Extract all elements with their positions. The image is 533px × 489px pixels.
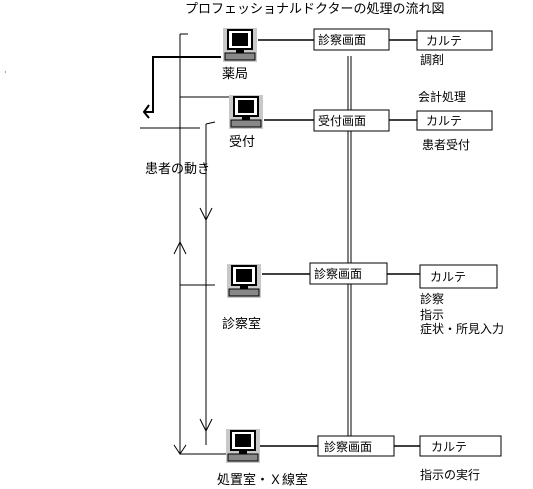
terminal-label-pharmacy: 薬局	[222, 67, 248, 82]
screen-label-treatment-room: 診察画面	[324, 439, 372, 454]
note-reception-intake: 患者受付	[422, 138, 470, 152]
note-exam-instructions: 指示	[420, 307, 444, 322]
terminal-label-reception: 受付	[229, 135, 255, 150]
stray-mark: ·	[4, 68, 7, 77]
chart-label-reception: カルテ	[426, 114, 462, 128]
note-exam-diagnosis: 診察	[420, 291, 444, 306]
note-reception-billing: 会計処理	[418, 89, 466, 104]
patient-flow-label: 患者の動き	[145, 162, 210, 177]
note-exam-symptom-entry: 症状・所見入力	[420, 321, 504, 336]
treatment-room-computer-icon	[225, 428, 261, 464]
exam-room-computer-icon	[226, 263, 262, 299]
chart-label-pharmacy: カルテ	[426, 34, 462, 48]
chart-box-exam-room	[419, 264, 498, 289]
chart-box-pharmacy	[416, 30, 493, 51]
note-treatment-execute: 指示の実行	[420, 467, 480, 482]
terminal-label-treatment-room: 処置室・Ｘ線室	[217, 472, 308, 488]
screen-label-pharmacy: 診察画面	[318, 32, 366, 47]
chart-box-reception	[416, 110, 493, 131]
diagram-title: プロフェッショナルドクターの処理の流れ図	[185, 2, 444, 17]
terminal-label-exam-room: 診察室	[222, 316, 261, 332]
note-pharmacy-dispense: 調剤	[420, 52, 444, 67]
chart-label-treatment-room: カルテ	[431, 440, 467, 454]
pharmacy-computer-icon	[222, 27, 258, 63]
reception-computer-icon	[228, 94, 264, 130]
chart-box-treatment-room	[419, 435, 502, 457]
screen-label-reception: 受付画面	[318, 114, 366, 128]
patient-flow-lines	[140, 33, 230, 455]
chart-label-exam-room: カルテ	[430, 270, 466, 284]
screen-label-exam-room: 診察画面	[314, 266, 362, 281]
